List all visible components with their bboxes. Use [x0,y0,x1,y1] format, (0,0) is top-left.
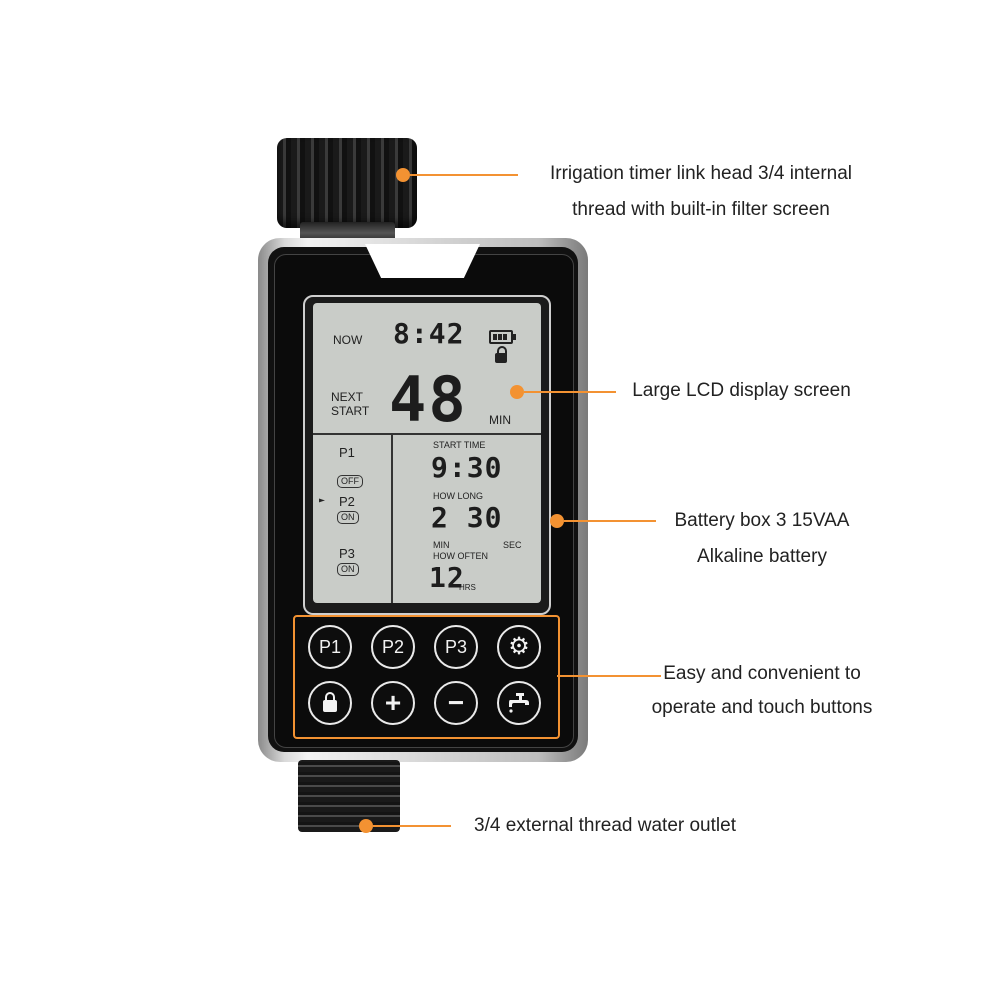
gear-icon: ⚙ [508,633,530,660]
device-notch [365,244,480,278]
now-label: NOW [333,333,363,347]
lcd-screen: NOW 8:42 NEXT START 48 MIN P1 OFF ► P2 O… [313,303,541,603]
faucet-icon [509,693,529,713]
lcd-callout-line [524,391,616,393]
program-p1-state: OFF [337,475,363,488]
battery-callout-line2: Alkaline battery [697,546,827,567]
outlet-callout-line [373,825,451,827]
lcd-callout-dot [510,385,524,399]
now-time: 8:42 [393,317,465,350]
min-label: MIN [433,540,450,550]
battery-callout-line1: Battery box 3 15VAA [674,510,850,531]
settings-button[interactable]: ⚙ [497,625,541,669]
start-time-value: 9:30 [431,451,503,484]
lcd-callout-label: Large LCD display screen [632,380,851,401]
next-label: NEXT [331,390,364,404]
program-p1-label: P1 [339,445,355,460]
how-long-label: HOW LONG [433,491,484,501]
buttons-callout-line2: operate and touch buttons [651,697,873,718]
p1-button[interactable]: P1 [308,625,352,669]
how-often-value: 12 [429,561,465,594]
program-p2-state: ON [337,511,359,524]
inlet-connector [277,138,417,228]
start-label: START [331,404,370,418]
lcd-divider-horizontal [313,433,541,435]
inlet-callout-dot [396,168,410,182]
inlet-callout-line1: Irrigation timer link head 3/4 internal [549,163,853,184]
next-start-value: 48 [389,363,468,436]
program-p2-label: P2 [339,494,355,509]
how-often-label: HOW OFTEN [433,551,488,561]
program-p3-state: ON [337,563,359,576]
how-long-value: 2 30 [431,501,503,534]
battery-callout-line [564,520,656,522]
buttons-callout-line1: Easy and convenient to [663,663,861,684]
lcd-divider-vertical [391,433,393,603]
outlet-callout-label: 3/4 external thread water outlet [474,815,736,836]
hrs-label: HRS [459,583,476,592]
buttons-callout-line [557,675,661,677]
selected-program-arrow: ► [319,495,326,506]
manual-water-button[interactable] [497,681,541,725]
touch-button-panel: P1 P2 P3 ⚙ + − [293,615,560,739]
start-time-label: START TIME [433,440,486,450]
sec-label: SEC [503,540,522,550]
minus-button[interactable]: − [434,681,478,725]
outlet-connector [298,760,400,832]
lock-icon [495,346,507,363]
outlet-callout-dot [359,819,373,833]
battery-icon [489,330,516,344]
lock-button[interactable] [308,681,352,725]
padlock-icon [323,692,337,712]
program-p3-label: P3 [339,546,355,561]
battery-callout-dot [550,514,564,528]
p2-button[interactable]: P2 [371,625,415,669]
next-start-unit: MIN [489,413,511,427]
inlet-callout-line2: thread with built-in filter screen [572,199,830,220]
plus-button[interactable]: + [371,681,415,725]
p3-button[interactable]: P3 [434,625,478,669]
inlet-callout-line [410,174,518,176]
